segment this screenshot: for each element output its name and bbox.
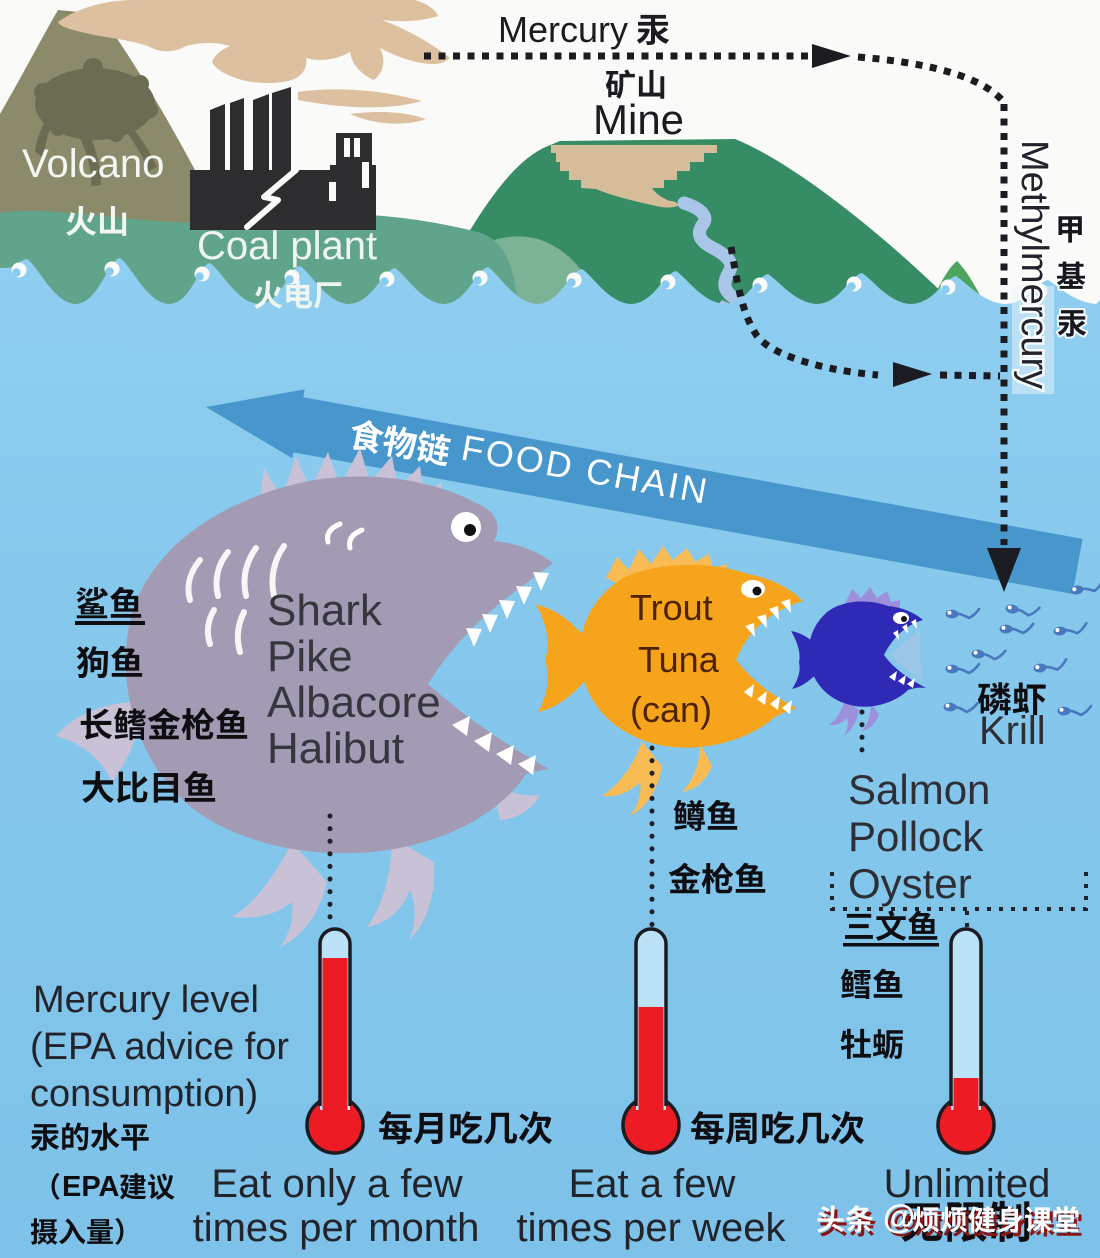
svg-text:Oyster: Oyster (848, 860, 972, 907)
svg-text:consumption): consumption) (30, 1073, 258, 1115)
svg-text:(EPA advice for: (EPA advice for (30, 1026, 289, 1068)
svg-text:times per week: times per week (517, 1206, 787, 1250)
svg-text:Volcano: Volcano (22, 142, 164, 186)
svg-text:@: @ (883, 1198, 915, 1235)
svg-text:Eat a few: Eat a few (569, 1162, 736, 1206)
svg-text:Tuna: Tuna (638, 639, 720, 680)
svg-text:Mercury level: Mercury level (33, 979, 259, 1021)
svg-text:Mercury: Mercury (498, 9, 628, 50)
svg-text:(can): (can) (630, 689, 712, 730)
svg-text:Trout: Trout (630, 587, 713, 628)
svg-text:EPA: EPA (62, 1171, 120, 1203)
svg-text:Eat only a few: Eat only a few (211, 1162, 462, 1206)
svg-text:Pollock: Pollock (848, 813, 984, 860)
svg-text:Unlimited: Unlimited (884, 1162, 1051, 1206)
svg-text:Methylmercury: Methylmercury (1013, 140, 1055, 389)
svg-text:Halibut: Halibut (267, 724, 404, 773)
svg-text:times per month: times per month (193, 1206, 480, 1250)
svg-text:Pike: Pike (267, 632, 353, 681)
svg-text:Salmon: Salmon (848, 766, 990, 813)
svg-text:Coal plant: Coal plant (197, 224, 377, 268)
svg-text:Shark: Shark (267, 586, 383, 635)
svg-text:Mine: Mine (593, 96, 684, 143)
svg-text:Albacore: Albacore (267, 678, 441, 727)
svg-text:@: @ (886, 1201, 918, 1238)
svg-text:Krill: Krill (979, 709, 1046, 753)
